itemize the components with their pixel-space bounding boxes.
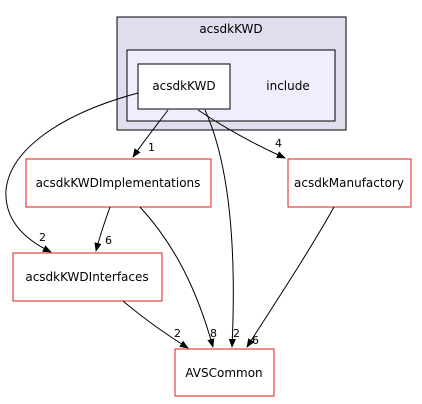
node-acsdk-manufactory[interactable] [287,158,412,208]
edge-label-kwd-impl: 1 [148,141,155,154]
edge-label-kwd-manufactory: 4 [275,137,282,150]
node-acsdkkwd-implementations[interactable] [25,158,212,208]
edge-acsdkkwd-to-avscommon [204,109,236,348]
node-acsdkkwd-implementations-label: acsdkKWDImplementations [36,176,201,190]
node-acsdkkwd-interfaces-label: acsdkKWDInterfaces [25,270,148,284]
edge-acsdkkwd-to-manufactory [197,109,286,159]
edge-acsdkkwd-to-interfaces [5,92,139,253]
edge-label-impl-interfaces: 6 [105,234,112,247]
node-acsdkkwd-label: acsdkKWD [152,79,215,93]
node-acsdk-manufactory-label: acsdkManufactory [294,176,404,190]
edge-label-manufactory-avscommon: 6 [252,334,259,347]
edge-acsdkkwd-to-implementations [132,109,169,158]
node-acsdkkwd-interfaces[interactable] [12,252,163,302]
edge-implementations-to-interfaces [94,206,111,252]
edge-implementations-to-avscommon [139,206,215,348]
edge-manufactory-to-avscommon [246,206,335,348]
cluster-title: acsdkKWD [199,22,262,36]
node-avscommon[interactable] [174,348,275,397]
edge-label-kwd-interfaces: 2 [39,231,46,244]
edge-label-impl-avscommon: 8 [210,327,217,340]
edge-label-interfaces-avscommon: 2 [174,327,181,340]
node-avscommon-label: AVSCommon [185,366,262,380]
edge-label-kwd-avscommon: 2 [233,327,240,340]
include-label: include [266,79,309,93]
edge-interfaces-to-avscommon [122,300,189,349]
node-acsdkkwd[interactable] [137,63,231,110]
